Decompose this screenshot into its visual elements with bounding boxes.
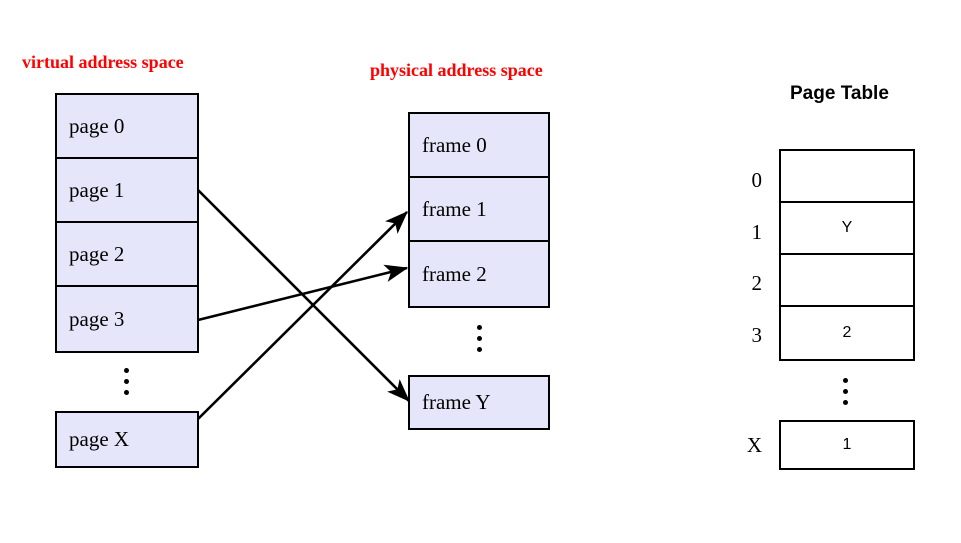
virtual-page-3: page 3 [57, 287, 197, 351]
physical-frame-0: frame 0 [410, 114, 548, 178]
virtual-page-2: page 2 [57, 223, 197, 287]
page-table-index-1: 1 [751, 220, 763, 244]
physical-frame-2: frame 2 [410, 242, 548, 306]
page-table-cell-x: 1 [779, 420, 915, 470]
page-table-index-2: 2 [751, 271, 763, 295]
physical-frame-y: frame Y [408, 375, 550, 430]
page-table-cell-2 [781, 255, 913, 307]
virtual-page-1: page 1 [57, 159, 197, 223]
virtual-page-0: page 0 [57, 95, 197, 159]
physical-frame-stack: frame 0 frame 1 frame 2 [408, 112, 550, 308]
arrow-page3-to-frame2 [197, 264, 409, 322]
arrow-pageX-to-frame1 [197, 211, 408, 420]
page-table-cell-0 [781, 151, 913, 203]
page-table-title: Page Table [790, 83, 889, 104]
virtual-address-space-label: virtual address space [22, 52, 184, 72]
page-table-index-0: 0 [751, 168, 763, 192]
physical-frames-ellipsis-icon [477, 325, 482, 352]
virtual-page-x: page X [55, 411, 199, 468]
page-table-stack: Y 2 [779, 149, 915, 361]
page-table-ellipsis-icon [843, 378, 848, 405]
page-table-index-x: X [746, 433, 762, 457]
page-table-cell-1: Y [781, 203, 913, 255]
page-table-index-3: 3 [751, 323, 763, 347]
physical-address-space-label: physical address space [370, 60, 543, 80]
virtual-page-stack: page 0 page 1 page 2 page 3 [55, 93, 199, 353]
page-table-cell-3: 2 [781, 307, 913, 359]
physical-frame-1: frame 1 [410, 178, 548, 242]
virtual-pages-ellipsis-icon [124, 368, 129, 395]
arrow-page1-to-frameY [197, 189, 410, 402]
